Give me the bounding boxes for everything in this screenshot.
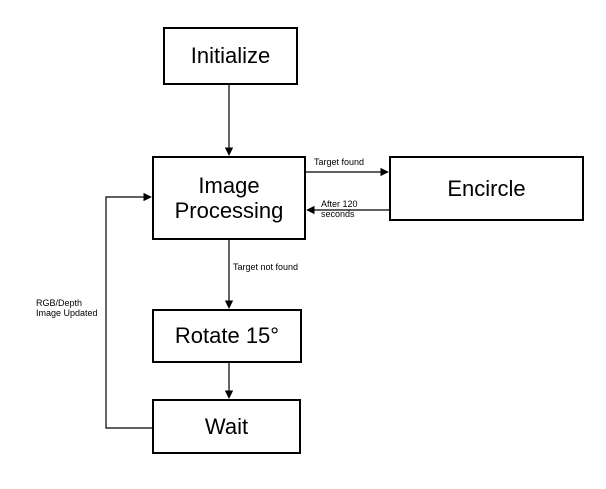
- edge-label-after-120-seconds: After 120 seconds: [321, 199, 358, 220]
- edge-label-after-120-line1: After 120: [321, 199, 358, 209]
- node-image-processing: Image Processing: [152, 156, 306, 240]
- node-initialize: Initialize: [163, 27, 298, 85]
- node-initialize-label: Initialize: [190, 43, 271, 69]
- node-image-processing-label-line2: Processing: [174, 198, 284, 223]
- node-wait: Wait: [152, 399, 301, 454]
- edge-label-rgb-line1: RGB/Depth: [36, 298, 83, 308]
- edge-label-target-found: Target found: [314, 157, 365, 167]
- edge-label-rgb-depth-image-updated: RGB/Depth Image Updated: [36, 298, 98, 319]
- node-rotate: Rotate 15°: [152, 309, 302, 363]
- edge-label-rgb-line2: Image Updated: [36, 308, 98, 319]
- node-rotate-label: Rotate 15°: [174, 323, 280, 349]
- arrow-feedback-loop: [105, 192, 152, 429]
- node-encircle-label: Encircle: [447, 175, 526, 201]
- node-image-processing-label-line1: Image: [198, 172, 260, 198]
- node-encircle: Encircle: [389, 156, 584, 221]
- edge-label-after-120-line2: seconds: [321, 209, 355, 220]
- edge-label-target-not-found: Target not found: [233, 262, 299, 272]
- node-wait-label: Wait: [204, 413, 249, 439]
